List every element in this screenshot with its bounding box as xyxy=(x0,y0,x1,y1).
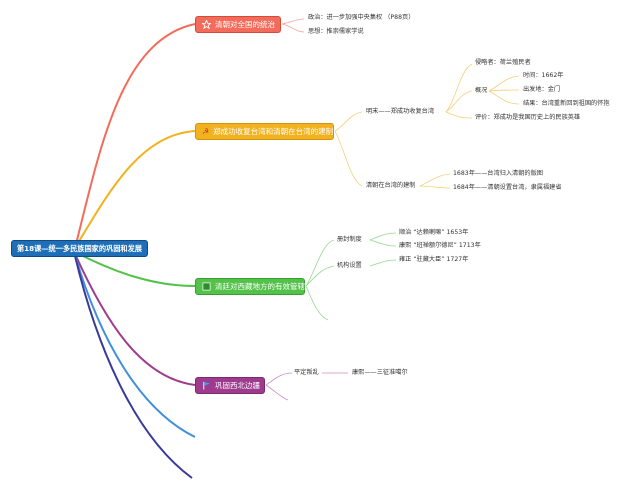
star-icon xyxy=(202,20,211,29)
root-topic[interactable]: 第18课—统一多民族国家的巩固和发展 xyxy=(11,240,148,257)
branch-line-extra-1 xyxy=(74,254,196,438)
leaf-politics[interactable]: 政治：进一步加强中央集权 （P88页） xyxy=(308,14,415,21)
branch-line-topic-3 xyxy=(74,251,196,287)
leaf-amban[interactable]: 雍正 “驻藏大臣” 1727年 xyxy=(399,256,469,263)
subtopic-institution[interactable]: 机构设置 xyxy=(337,262,362,269)
branch-line-topic-4 xyxy=(74,253,196,386)
topic-taiwan[interactable]: ☭ 郑成功收复台湾和清朝在台湾的建制 xyxy=(195,123,334,140)
topic-tibet[interactable]: 清廷对西藏地方的有效管辖 xyxy=(195,278,305,295)
subtopic-overview[interactable]: 概况 xyxy=(475,87,488,94)
leaf-panchen[interactable]: 康熙 “班禅额尔德尼” 1713年 xyxy=(399,242,481,249)
leaf-departure[interactable]: 出发地：金门 xyxy=(523,86,561,93)
hammer-sickle-icon: ☭ xyxy=(202,126,210,136)
leaf-result[interactable]: 结果：台湾重新回到祖国的怀抱 xyxy=(523,100,610,107)
subtopic-investiture[interactable]: 册封制度 xyxy=(337,236,362,243)
leaf-evaluation[interactable]: 评价：郑成功是我国历史上的民族英雄 xyxy=(475,114,581,121)
leaf-kangxi-campaign[interactable]: 康熙——三征准噶尔 xyxy=(352,369,408,376)
flag-icon xyxy=(202,381,211,390)
topic-label: 郑成功收复台湾和清朝在台湾的建制 xyxy=(213,126,334,136)
subtopic-pacify[interactable]: 平定叛乱 xyxy=(294,369,319,376)
leaf-time[interactable]: 时间：1662年 xyxy=(523,72,564,79)
topic-northwest[interactable]: 巩固西北边疆 xyxy=(195,377,265,394)
branch-line-topic-1 xyxy=(74,23,196,249)
topic-qing-rule[interactable]: 清朝对全国的统治 xyxy=(195,16,281,33)
leaf-1684[interactable]: 1684年——清朝设置台湾，隶属福建省 xyxy=(453,184,562,191)
branch-line-topic-2 xyxy=(74,130,196,249)
subtopic-zheng-chenggong[interactable]: 明末——郑成功收复台湾 xyxy=(366,108,435,115)
subtopic-qing-taiwan[interactable]: 清朝在台湾的建制 xyxy=(366,182,416,189)
topic-label: 清朝对全国的统治 xyxy=(215,19,275,29)
leaf-dalai[interactable]: 顺治 “达赖喇嘛” 1653年 xyxy=(399,229,469,236)
topic-label: 巩固西北边疆 xyxy=(215,380,260,390)
topic-label: 清廷对西藏地方的有效管辖 xyxy=(215,281,305,291)
leaf-1683[interactable]: 1683年——台湾归入清朝的版图 xyxy=(453,170,543,177)
green-square-icon xyxy=(202,282,211,291)
branch-line-extra-2 xyxy=(74,255,193,479)
leaf-invader[interactable]: 侵略者：荷兰殖民者 xyxy=(475,59,531,66)
leaf-thought[interactable]: 思想：推崇儒家学说 xyxy=(308,28,364,35)
